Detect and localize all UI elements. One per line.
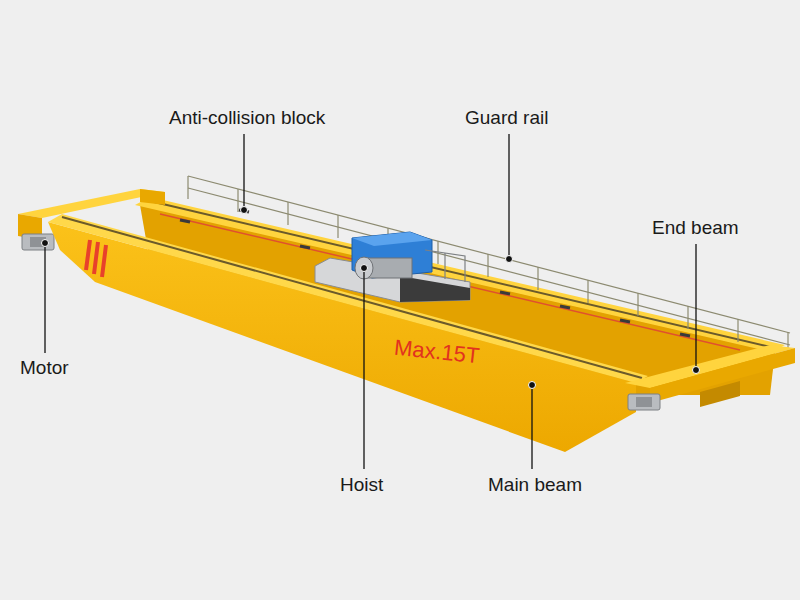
leader-dot	[529, 382, 536, 389]
stripe	[86, 240, 90, 270]
leader-dots	[42, 207, 700, 389]
post	[687, 306, 688, 329]
post	[287, 202, 288, 225]
end-beam-top	[18, 189, 165, 218]
leader-line	[508, 134, 509, 259]
part-label: End beam	[652, 217, 739, 240]
trolley-frame	[315, 258, 470, 302]
block	[560, 306, 570, 308]
block	[180, 220, 190, 222]
red-stripes	[86, 240, 106, 277]
post	[337, 215, 338, 238]
leader-line	[44, 243, 45, 353]
motor-symbol	[628, 394, 660, 410]
leader-dot	[241, 207, 248, 214]
post	[487, 254, 488, 277]
part-label: Main beam	[488, 474, 582, 497]
leader-line	[363, 268, 364, 469]
leader-line	[531, 385, 532, 469]
post	[587, 280, 588, 303]
hoist-top	[352, 232, 432, 246]
stripe	[94, 242, 98, 274]
end-beam-face	[140, 189, 165, 205]
leader-line	[243, 134, 244, 210]
leader-lines	[45, 134, 696, 469]
stripe	[102, 245, 106, 277]
hoist-body	[352, 232, 432, 278]
part-label: Anti-collision block	[169, 107, 325, 130]
trolley-side	[400, 276, 470, 302]
post	[237, 189, 238, 212]
main-beam-top	[48, 214, 648, 383]
leader-dot	[506, 256, 513, 263]
railing	[444, 253, 445, 279]
block	[300, 246, 310, 248]
post	[637, 293, 638, 316]
part-label: Motor	[20, 357, 69, 380]
leader-dot	[361, 265, 368, 272]
part-label: Hoist	[340, 474, 383, 497]
post	[537, 267, 538, 290]
post	[787, 332, 788, 348]
main-beam-face	[48, 222, 636, 452]
motor-symbol	[22, 234, 54, 250]
post	[737, 319, 738, 342]
railing	[425, 250, 465, 282]
block	[500, 292, 510, 294]
part-label: Guard rail	[465, 107, 548, 130]
block	[680, 334, 690, 336]
post	[187, 176, 188, 199]
leader-line	[695, 244, 696, 370]
front-rail	[62, 217, 642, 378]
leader-dot	[42, 240, 49, 247]
motor-detail	[636, 397, 652, 407]
leader-dot	[693, 367, 700, 374]
block	[620, 320, 630, 322]
trolley-railing	[425, 250, 465, 282]
wheel-housing	[700, 381, 740, 407]
